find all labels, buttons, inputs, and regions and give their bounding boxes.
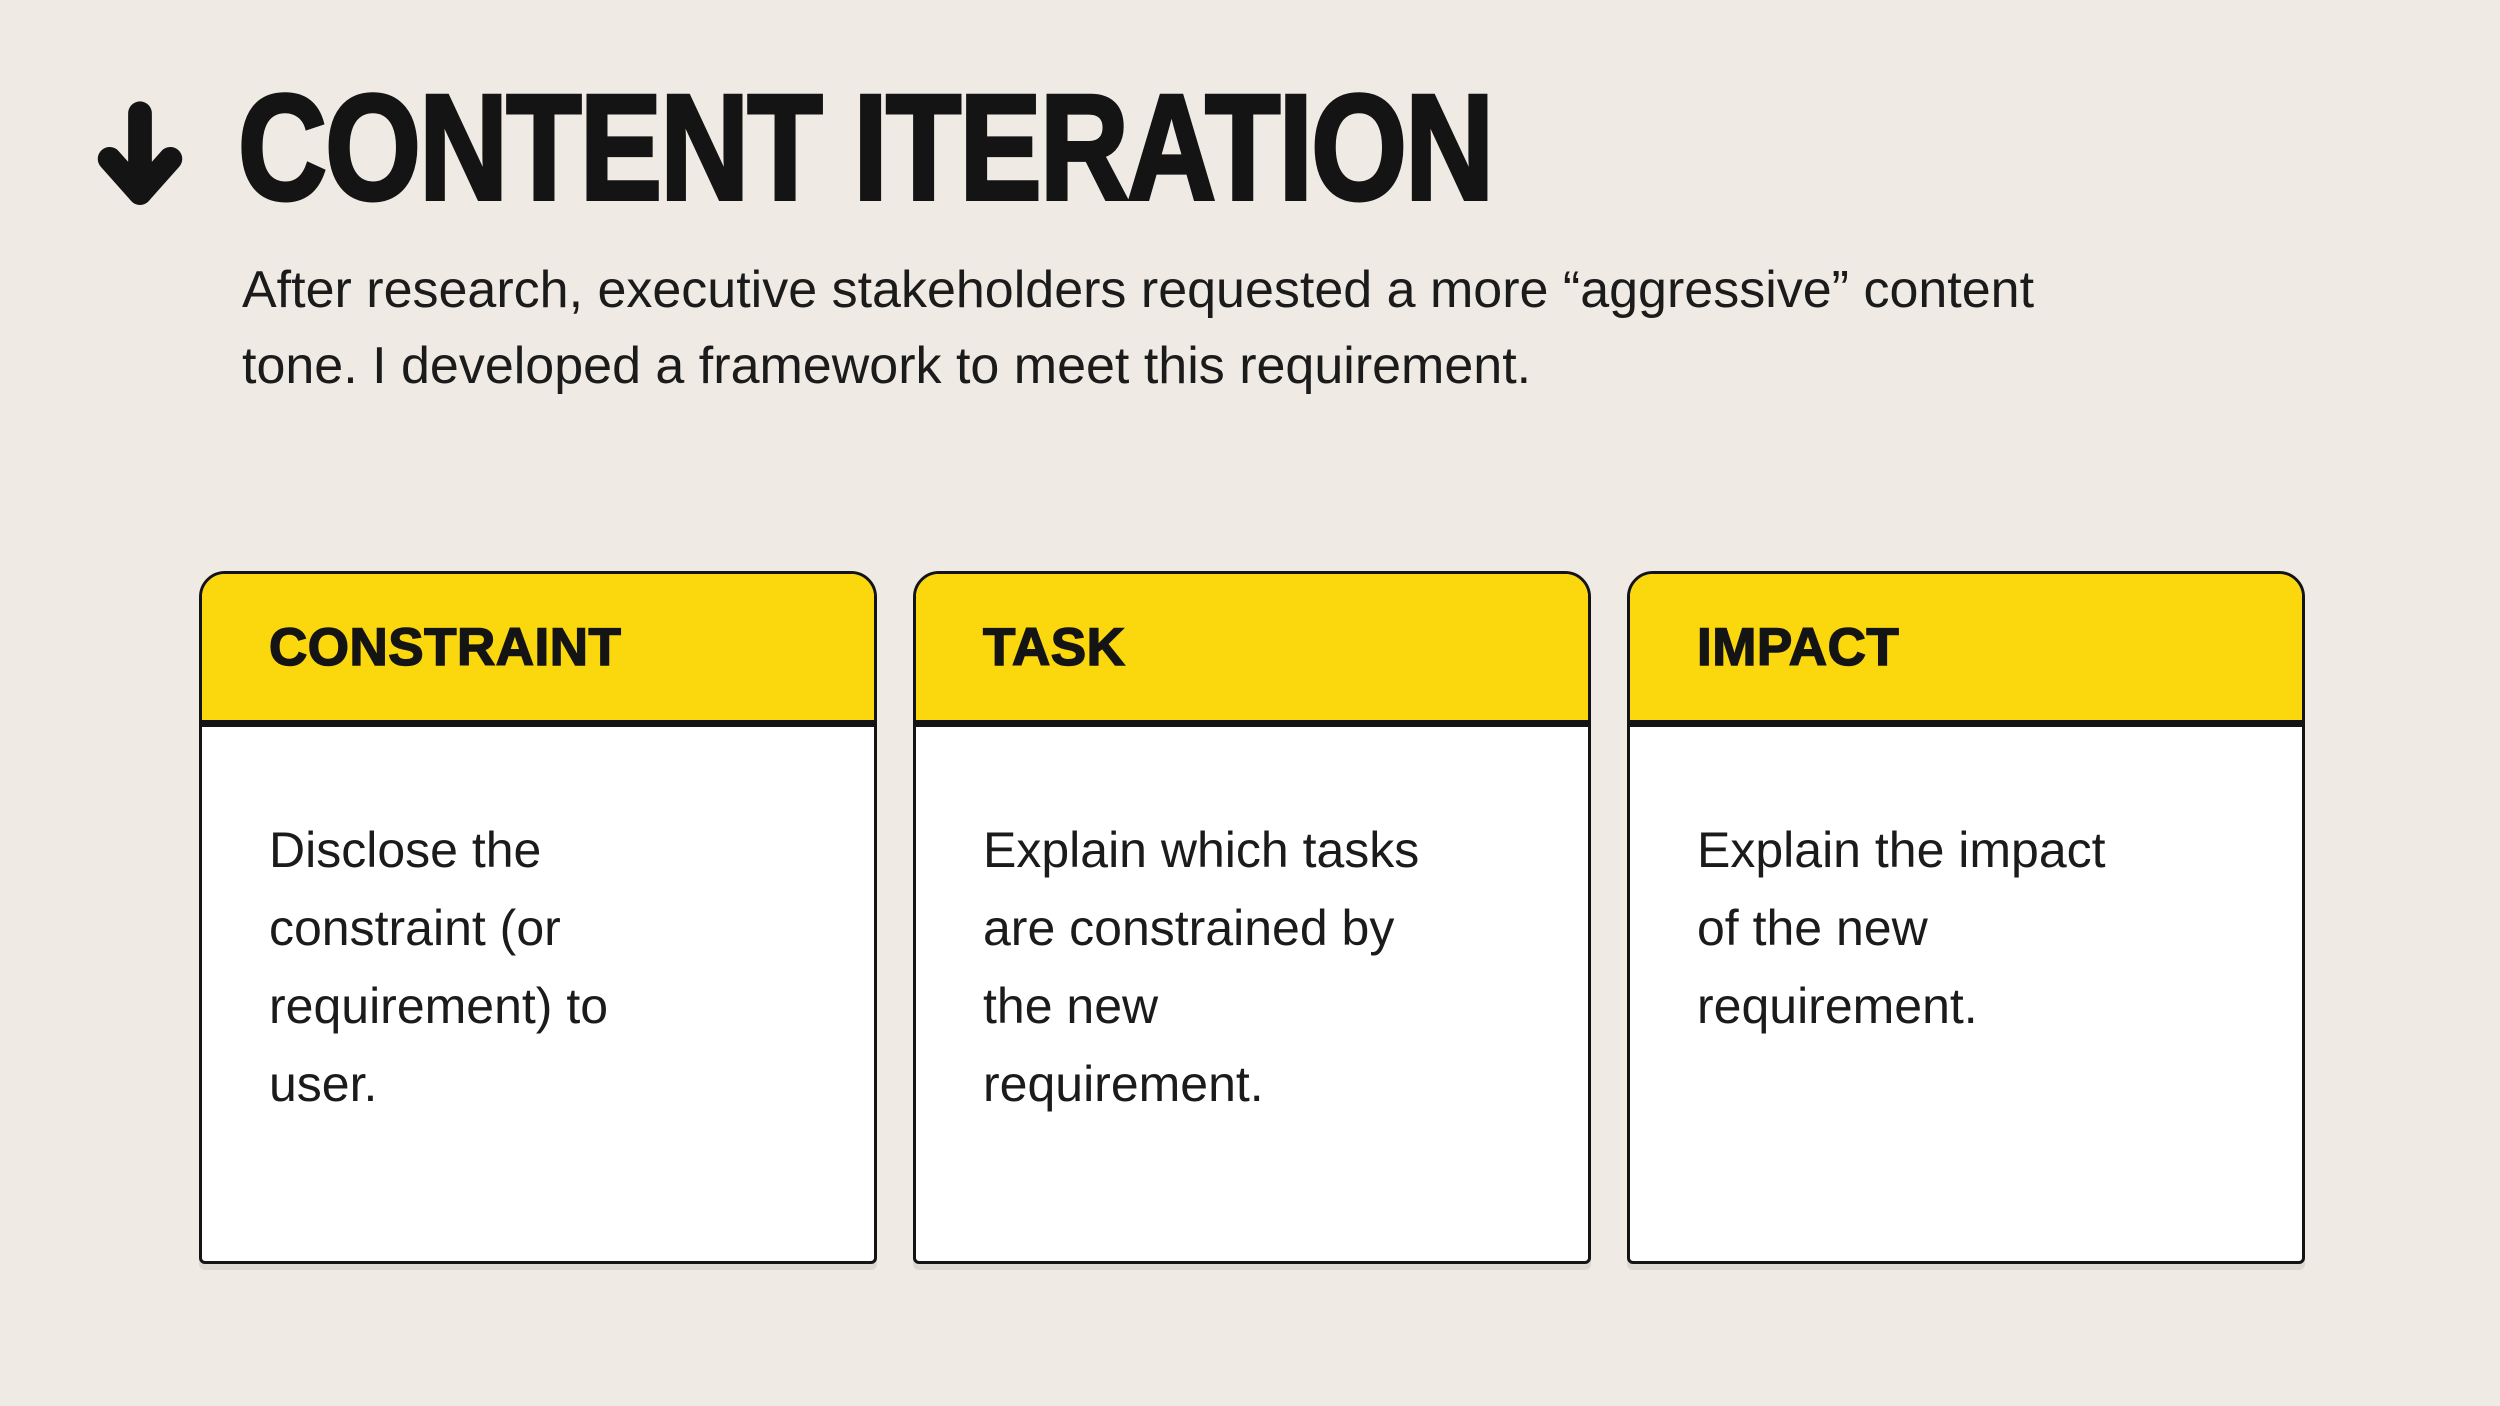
card-header: CONSTRAINT bbox=[202, 574, 874, 727]
card-text: Disclose the constraint (or requirement)… bbox=[269, 822, 609, 1112]
card-body: Explain which tasks are constrained by t… bbox=[916, 727, 1588, 1123]
card-body: Disclose the constraint (or requirement)… bbox=[202, 727, 874, 1123]
card-text: Explain which tasks are constrained by t… bbox=[983, 822, 1420, 1112]
card-header: TASK bbox=[916, 574, 1588, 727]
page-title: CONTENT ITERATION bbox=[236, 63, 1768, 231]
card-label: CONSTRAINT bbox=[268, 617, 622, 678]
card-header: IMPACT bbox=[1630, 574, 2302, 727]
card-body: Explain the impact of the new requiremen… bbox=[1630, 727, 2302, 1045]
framework-card-constraint: CONSTRAINT Disclose the constraint (or r… bbox=[199, 571, 877, 1264]
card-text: Explain the impact of the new requiremen… bbox=[1697, 822, 2106, 1034]
card-label: TASK bbox=[982, 617, 1126, 678]
framework-card-impact: IMPACT Explain the impact of the new req… bbox=[1627, 571, 2305, 1264]
arrow-down-icon bbox=[94, 100, 186, 212]
card-label: IMPACT bbox=[1696, 617, 1900, 678]
framework-cards-row: CONSTRAINT Disclose the constraint (or r… bbox=[199, 571, 2305, 1264]
framework-card-task: TASK Explain which tasks are constrained… bbox=[913, 571, 1591, 1264]
page-title-text: CONTENT ITERATION bbox=[236, 63, 1495, 231]
page-subtitle: After research, executive stakeholders r… bbox=[242, 261, 2035, 395]
